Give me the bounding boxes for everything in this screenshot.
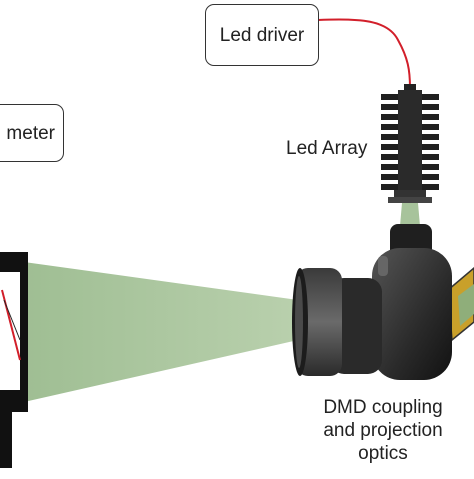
- projection-lens-icon: [292, 268, 382, 376]
- meter-housing-icon: [0, 252, 28, 468]
- projection-beam: [24, 262, 298, 402]
- led-array-heatsink-icon: [381, 90, 439, 203]
- dmd-label-line-1: DMD coupling: [323, 397, 443, 418]
- dmd-coupling-housing: [372, 224, 452, 380]
- led-driver-label: Led driver: [219, 24, 305, 46]
- dmd-label-line-2: and projection: [323, 420, 443, 441]
- led-driver-cable: [317, 18, 411, 89]
- led-array-label: Led Array: [286, 138, 368, 159]
- dmd-label: DMD coupling and projection optics: [300, 396, 466, 465]
- meter-label: meter: [6, 122, 55, 144]
- dmd-label-line-3: optics: [358, 443, 408, 464]
- led-driver-box: Led driver: [205, 4, 319, 66]
- meter-box: meter: [0, 104, 64, 162]
- led-beam: [400, 203, 420, 226]
